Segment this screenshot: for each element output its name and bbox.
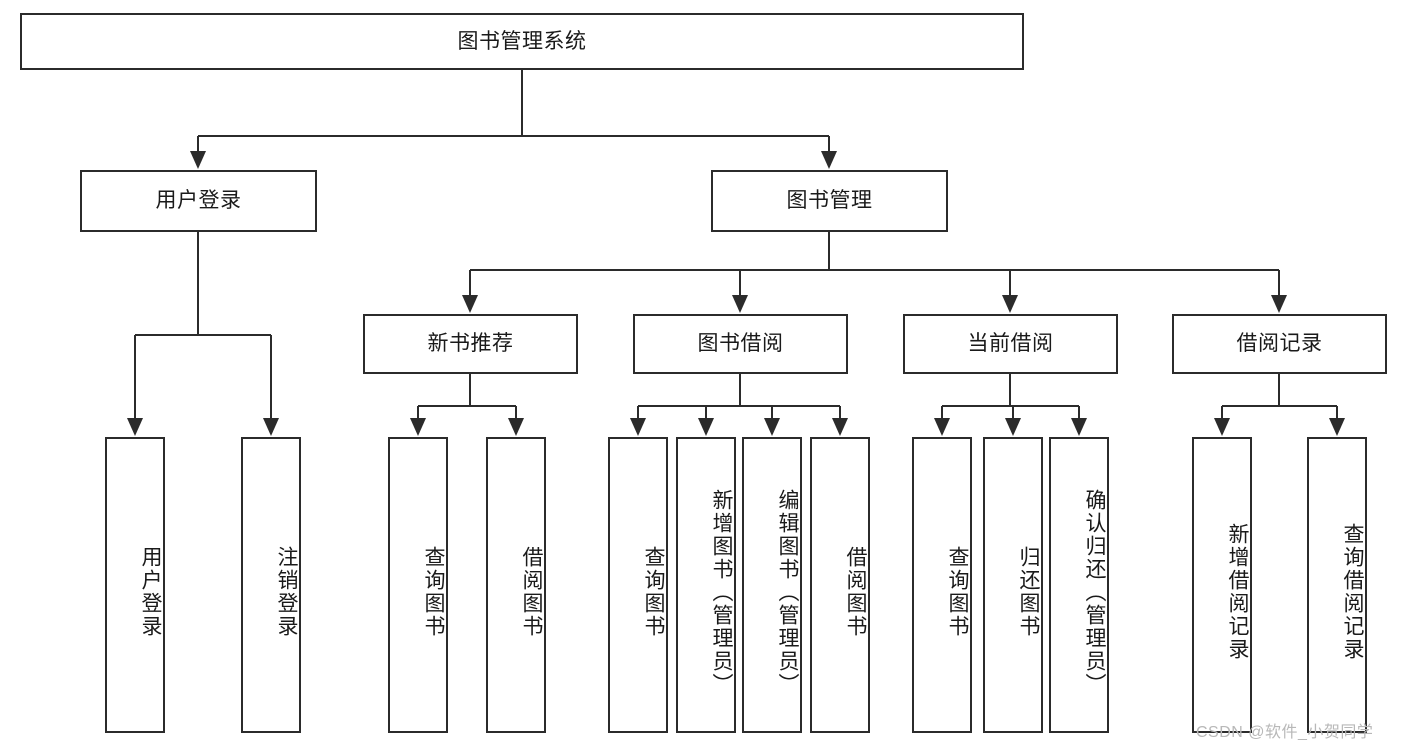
node-label: 用户登录 xyxy=(139,546,162,638)
node-label: 当前借阅 xyxy=(967,332,1054,356)
node-leaf-new-borrow[interactable]: 借阅图书 xyxy=(486,437,546,733)
node-leaf-borrow-edit[interactable]: 编辑图书（管理员） xyxy=(742,437,802,733)
node-leaf-borrow-query[interactable]: 查询图书 xyxy=(608,437,668,733)
conn-login xyxy=(127,232,279,436)
node-leaf-cur-query[interactable]: 查询图书 xyxy=(912,437,972,733)
node-bookmgmt[interactable]: 图书管理 xyxy=(711,170,948,232)
node-leaf-user-logout[interactable]: 注销登录 xyxy=(241,437,301,733)
node-leaf-cur-return[interactable]: 归还图书 xyxy=(983,437,1043,733)
conn-borrow xyxy=(630,374,848,436)
node-leaf-rec-query[interactable]: 查询借阅记录 xyxy=(1307,437,1367,733)
node-label: 编辑图书（管理员） xyxy=(776,488,799,696)
node-label: 借阅图书 xyxy=(844,546,867,638)
node-label: 新书推荐 xyxy=(427,332,514,356)
node-newbook[interactable]: 新书推荐 xyxy=(363,314,578,374)
node-label: 确认归还（管理员） xyxy=(1083,488,1106,696)
node-leaf-borrow-add[interactable]: 新增图书（管理员） xyxy=(676,437,736,733)
conn-newbook xyxy=(410,374,524,436)
node-label: 查询图书 xyxy=(642,546,665,638)
node-leaf-user-login[interactable]: 用户登录 xyxy=(105,437,165,733)
node-leaf-rec-add[interactable]: 新增借阅记录 xyxy=(1192,437,1252,733)
node-label: 新增借阅记录 xyxy=(1226,523,1249,661)
node-label: 借阅图书 xyxy=(520,546,543,638)
node-label: 图书借阅 xyxy=(697,332,784,356)
node-records[interactable]: 借阅记录 xyxy=(1172,314,1387,374)
node-label: 用户登录 xyxy=(155,189,242,213)
node-current[interactable]: 当前借阅 xyxy=(903,314,1118,374)
node-label: 查询图书 xyxy=(946,546,969,638)
conn-bookmgmt xyxy=(462,232,1287,313)
node-root[interactable]: 图书管理系统 xyxy=(20,13,1024,70)
node-borrow[interactable]: 图书借阅 xyxy=(633,314,848,374)
node-label: 借阅记录 xyxy=(1236,332,1323,356)
node-label: 查询借阅记录 xyxy=(1341,523,1364,661)
node-leaf-new-query[interactable]: 查询图书 xyxy=(388,437,448,733)
node-label: 注销登录 xyxy=(275,546,298,638)
conn-records xyxy=(1214,374,1345,436)
node-label: 新增图书（管理员） xyxy=(710,488,733,696)
node-leaf-borrow-lend[interactable]: 借阅图书 xyxy=(810,437,870,733)
node-label: 查询图书 xyxy=(422,546,445,638)
node-label: 图书管理 xyxy=(786,189,873,213)
node-label: 图书管理系统 xyxy=(457,29,587,53)
conn-current xyxy=(934,374,1087,436)
conn-root xyxy=(190,70,837,169)
node-login[interactable]: 用户登录 xyxy=(80,170,317,232)
node-label: 归还图书 xyxy=(1017,546,1040,638)
node-leaf-cur-confirm[interactable]: 确认归还（管理员） xyxy=(1049,437,1109,733)
